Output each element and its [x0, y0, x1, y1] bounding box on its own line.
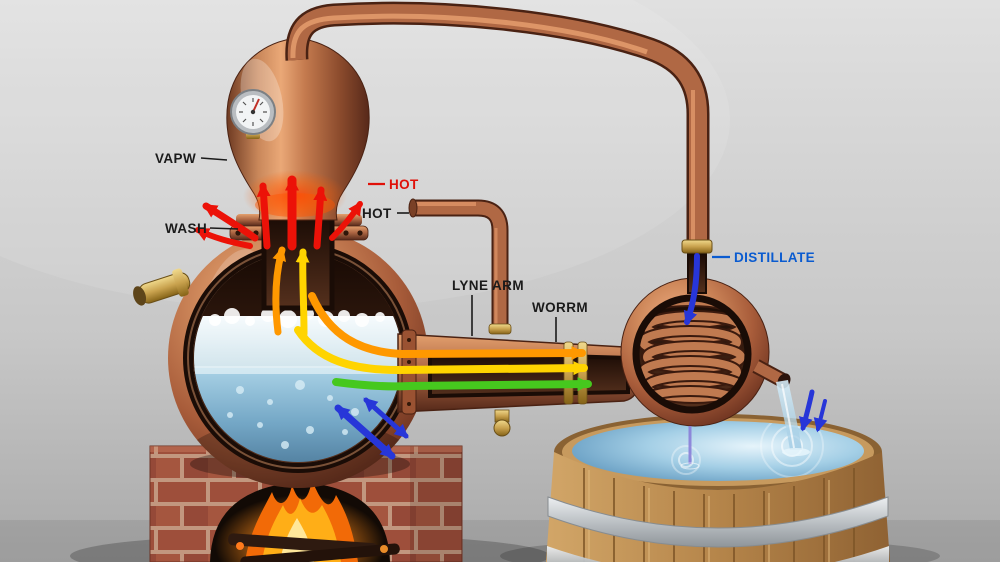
blue-condense-arrow [683, 253, 700, 326]
ember [236, 542, 244, 550]
barrel-band-upper [547, 496, 889, 548]
label-hot-red: HOT [389, 177, 419, 192]
pipe-highlight [290, 13, 648, 59]
port-flange [172, 268, 189, 297]
red-vapor-arrow-up [256, 182, 271, 250]
water-barrel [546, 414, 890, 562]
vapw-leader [200, 157, 228, 161]
yellow-flow-arrow [294, 326, 588, 376]
flow-arrows [194, 175, 828, 460]
label-distillate: DISTILLATE [734, 250, 815, 265]
blue-pour-arrow [799, 389, 815, 432]
label-vapw: VAPW [155, 151, 196, 166]
gauge-pivot [250, 109, 256, 115]
red-vapor-arrow-left [202, 202, 259, 242]
worm-condenser [620, 239, 810, 470]
gauge-ticks [239, 98, 267, 126]
wall-highlight [0, 0, 730, 310]
outlet-stub [753, 361, 785, 385]
blue-pour-arrow [813, 399, 828, 433]
orange-rise-arrow [272, 246, 286, 336]
ripple [671, 445, 701, 475]
branch-flange [488, 323, 512, 335]
label-hot-black: HOT [362, 206, 392, 221]
drip-ripple [680, 462, 700, 470]
label-wash: WASH [165, 221, 207, 236]
splash [782, 448, 810, 456]
thermometer-gauge [230, 89, 276, 139]
brick-furnace [149, 445, 463, 562]
wash-leader [209, 227, 239, 230]
drain-valve-knob [493, 419, 511, 437]
red-vapor-arrow-up [313, 186, 328, 250]
port-cap [133, 286, 147, 306]
swan-neck-pipe [285, 1, 710, 244]
branch-end-cap [408, 198, 418, 218]
ember [380, 545, 388, 553]
barrel-band-lower [547, 546, 889, 562]
label-lyne-arm: LYNE ARM [452, 278, 524, 293]
arm-brass-ring [563, 341, 574, 405]
blue-wash-arrow [363, 397, 409, 439]
yellow-rise-arrow [295, 248, 310, 338]
foam-boundary [194, 366, 402, 374]
hot-branch-pipe [408, 198, 512, 335]
stream-highlight [781, 383, 795, 449]
orange-flow-arrow [308, 292, 586, 361]
brass-side-port [133, 268, 191, 306]
ripple [678, 452, 694, 468]
green-flow-arrow [332, 377, 592, 392]
brick-side-shade [410, 446, 462, 562]
label-worm: WORRM [532, 300, 588, 315]
branch-body [414, 201, 507, 332]
red-vapor-arrow-right [329, 201, 363, 241]
barrel-water-surface [572, 421, 864, 481]
foam-layer [194, 316, 402, 372]
liquid-bubbles [227, 380, 359, 449]
labels: VAPW WASH HOT HOT LYNE ARM WORRM DISTILL… [155, 151, 815, 342]
red-vapor-arrow-left [194, 227, 253, 249]
gauge-needle [252, 98, 260, 113]
inlet-brass-collar [681, 239, 713, 254]
